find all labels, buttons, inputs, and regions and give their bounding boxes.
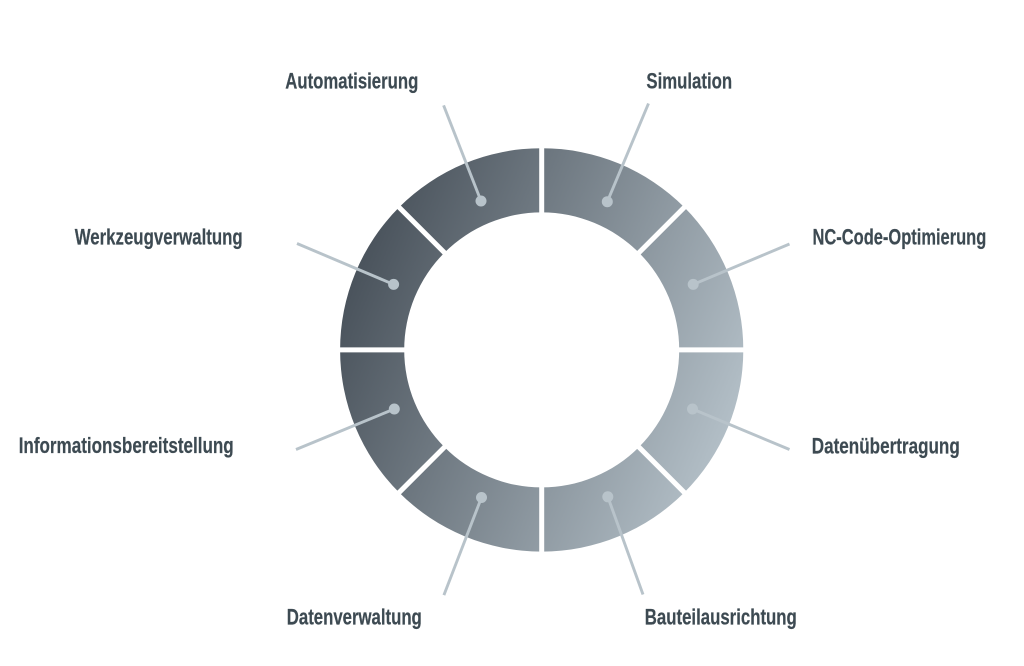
svg-text:Automatisierung: Automatisierung bbox=[285, 69, 418, 94]
svg-text:Datenverwaltung: Datenverwaltung bbox=[287, 604, 422, 629]
svg-text:Informationsbereitstellung: Informationsbereitstellung bbox=[19, 433, 234, 458]
svg-text:Datenübertragung: Datenübertragung bbox=[812, 433, 960, 458]
svg-text:Simulation: Simulation bbox=[646, 69, 732, 94]
svg-text:Werkzeugverwaltung: Werkzeugverwaltung bbox=[75, 224, 243, 249]
svg-text:Bauteilausrichtung: Bauteilausrichtung bbox=[645, 604, 797, 629]
svg-text:NC-Code-Optimierung: NC-Code-Optimierung bbox=[813, 224, 987, 249]
